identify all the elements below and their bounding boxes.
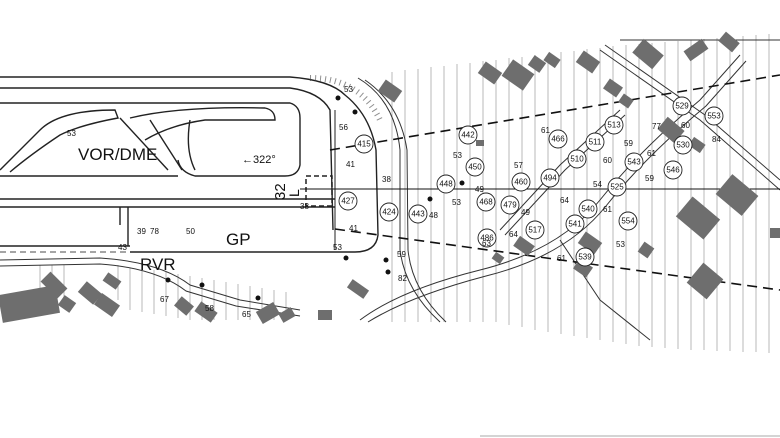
svg-text:56: 56	[339, 123, 348, 132]
light-symbols	[165, 95, 465, 301]
svg-text:64: 64	[509, 230, 518, 239]
svg-text:58: 58	[205, 304, 214, 313]
svg-text:53: 53	[333, 243, 342, 252]
svg-text:525: 525	[610, 183, 624, 192]
runway-l-label: L	[286, 189, 302, 197]
svg-text:443: 443	[411, 210, 425, 219]
svg-text:543: 543	[627, 158, 641, 167]
svg-text:38: 38	[300, 202, 309, 211]
svg-text:54: 54	[593, 180, 602, 189]
svg-text:57: 57	[514, 161, 523, 170]
svg-text:53: 53	[344, 85, 353, 94]
svg-text:61: 61	[541, 126, 550, 135]
gp-label: GP	[226, 230, 251, 249]
svg-text:65: 65	[242, 310, 251, 319]
svg-text:539: 539	[578, 253, 592, 262]
svg-text:546: 546	[666, 166, 680, 175]
svg-text:77: 77	[652, 122, 661, 131]
svg-text:61: 61	[603, 205, 612, 214]
elevation-labels: 53 53 56 41 38 38 41 53 50 39 78 43 63 5…	[67, 85, 721, 319]
svg-text:448: 448	[439, 180, 453, 189]
svg-text:67: 67	[160, 295, 169, 304]
runway-label: 32	[272, 183, 289, 200]
svg-text:63: 63	[482, 239, 491, 248]
svg-text:41: 41	[349, 224, 358, 233]
airport-layout	[0, 76, 379, 253]
svg-text:53: 53	[452, 198, 461, 207]
svg-text:49: 49	[521, 208, 530, 217]
obstacle-markers	[338, 96, 724, 267]
svg-text:60: 60	[681, 121, 690, 130]
buildings	[0, 31, 780, 325]
heading-label: ←322°	[242, 154, 276, 166]
svg-text:61: 61	[647, 149, 656, 158]
svg-text:494: 494	[543, 174, 557, 183]
svg-text:529: 529	[675, 102, 689, 111]
svg-text:540: 540	[581, 205, 595, 214]
svg-text:64: 64	[560, 196, 569, 205]
svg-text:38: 38	[382, 175, 391, 184]
svg-text:511: 511	[589, 138, 602, 147]
svg-text:530: 530	[676, 141, 690, 150]
svg-text:48: 48	[429, 211, 438, 220]
svg-text:59: 59	[645, 174, 654, 183]
svg-text:427: 427	[341, 197, 355, 206]
svg-text:415: 415	[357, 140, 371, 149]
svg-text:39: 39	[137, 227, 146, 236]
svg-text:442: 442	[461, 131, 475, 140]
svg-text:424: 424	[382, 208, 396, 217]
svg-text:84: 84	[712, 135, 721, 144]
svg-text:59: 59	[624, 139, 633, 148]
svg-text:53: 53	[67, 129, 76, 138]
svg-text:466: 466	[551, 135, 565, 144]
svg-text:49: 49	[475, 185, 484, 194]
svg-text:60: 60	[603, 156, 612, 165]
svg-text:486: 486	[480, 234, 494, 243]
svg-text:82: 82	[398, 274, 407, 283]
svg-text:554: 554	[621, 217, 635, 226]
svg-text:460: 460	[514, 178, 528, 187]
rvr-label: RVR	[140, 255, 176, 274]
svg-text:53: 53	[616, 240, 625, 249]
svg-text:513: 513	[607, 121, 621, 130]
svg-text:541: 541	[568, 220, 582, 229]
svg-text:510: 510	[570, 155, 584, 164]
svg-text:59: 59	[397, 250, 406, 259]
runway-threshold-box	[305, 175, 333, 207]
hatch-area	[39, 34, 770, 353]
svg-text:41: 41	[346, 160, 355, 169]
svg-text:53: 53	[453, 151, 462, 160]
svg-text:78: 78	[150, 227, 159, 236]
svg-text:517: 517	[528, 226, 542, 235]
vor-dme-label: VOR/DME	[78, 145, 157, 164]
svg-text:553: 553	[707, 112, 721, 121]
svg-text:50: 50	[186, 227, 195, 236]
svg-text:43: 43	[118, 243, 127, 252]
svg-text:61: 61	[557, 254, 566, 263]
svg-text:450: 450	[468, 163, 482, 172]
svg-text:479: 479	[503, 201, 517, 210]
svg-text:468: 468	[479, 198, 493, 207]
obstacle-ids: 415 427 424 443 448 442 450 466 468 479 …	[341, 102, 721, 262]
